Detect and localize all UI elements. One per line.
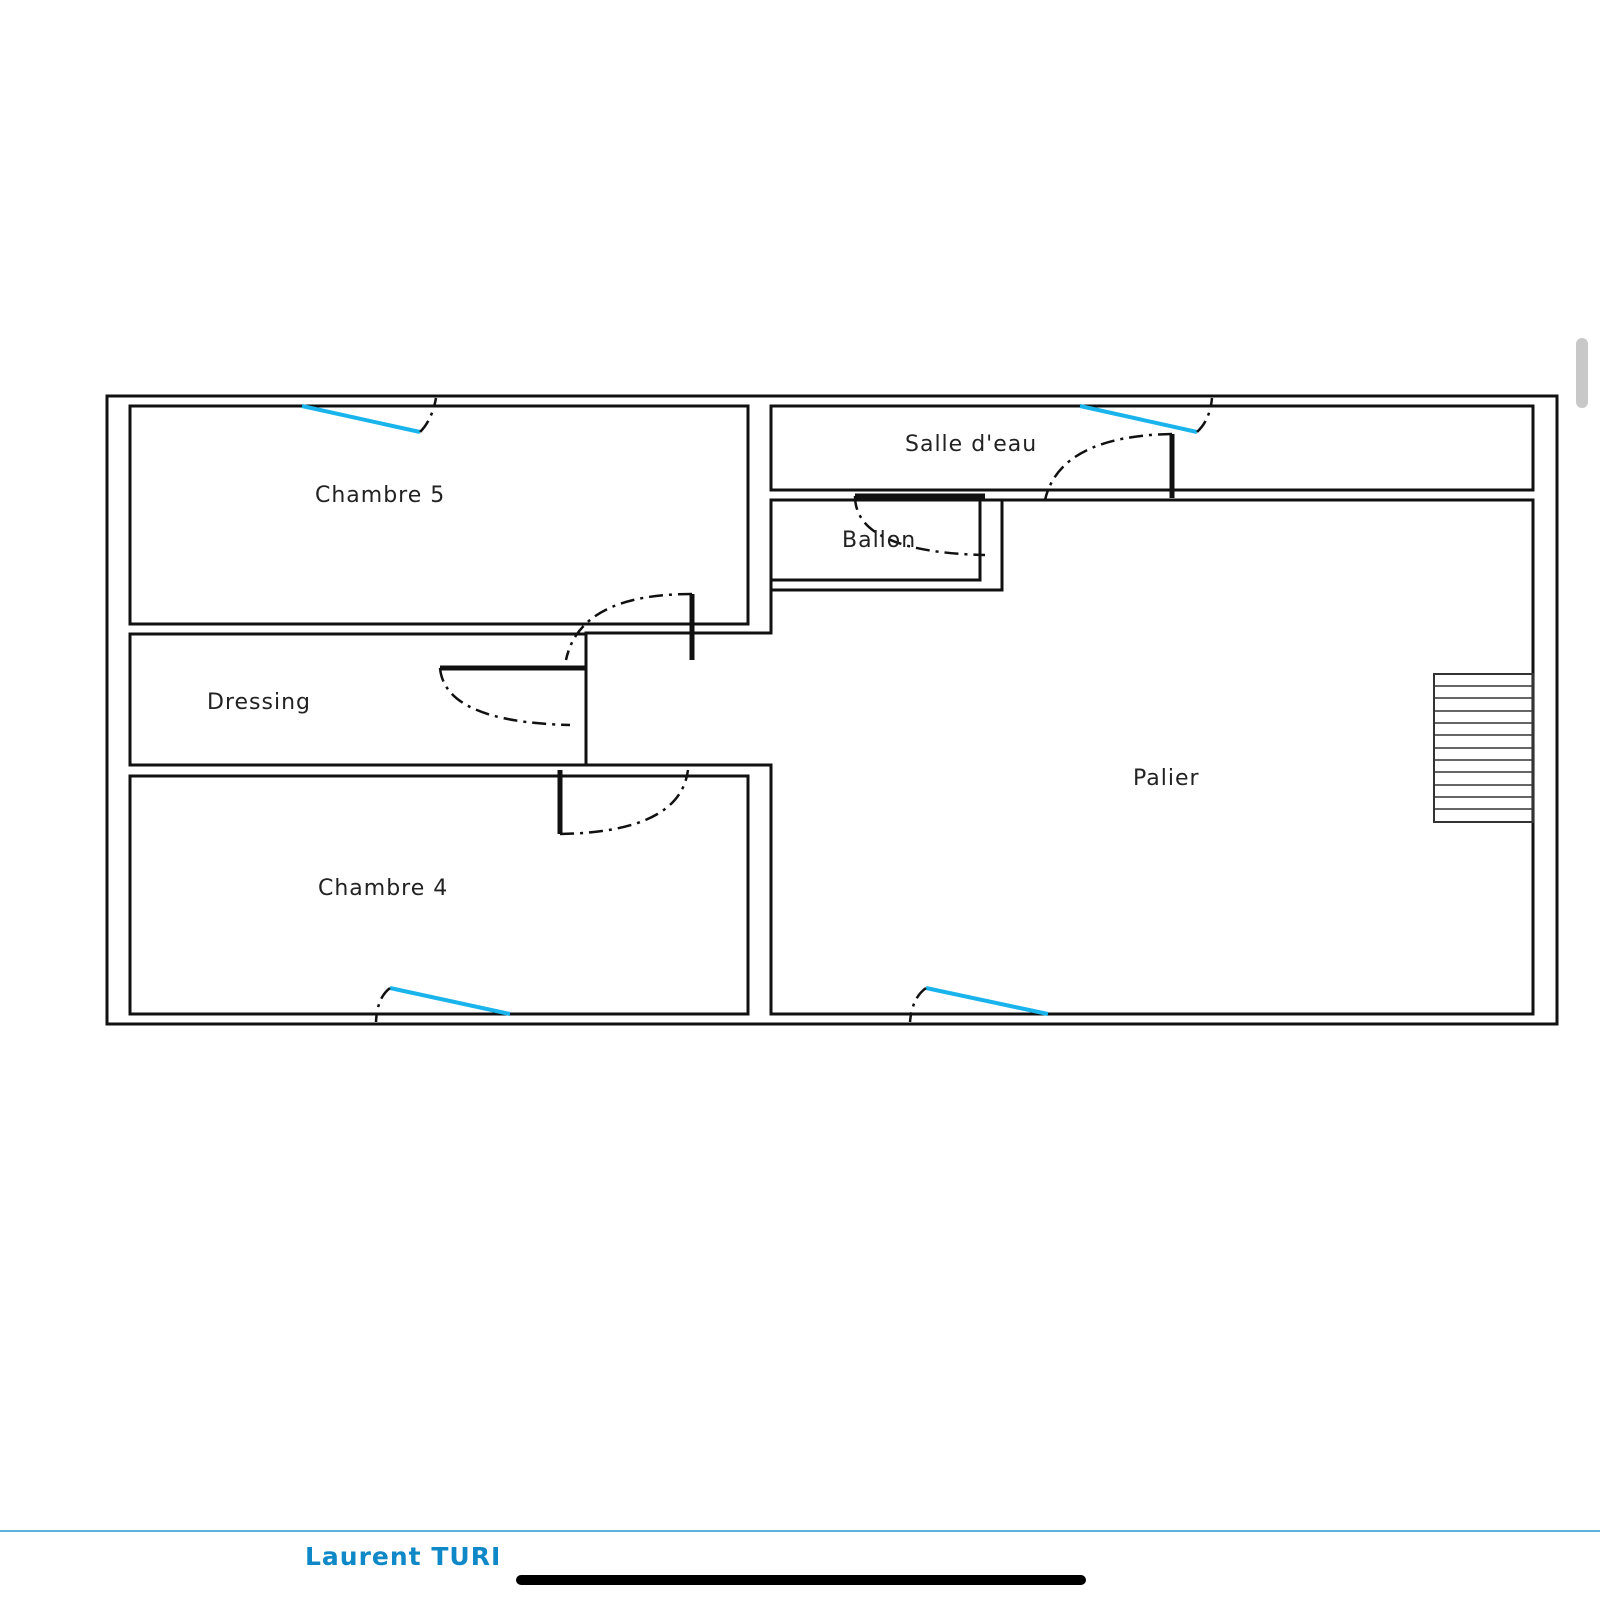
outer-wall <box>105 394 1559 1026</box>
label-dressing: Dressing <box>207 690 311 715</box>
label-chambre-5: Chambre 5 <box>315 483 445 508</box>
room-chambre-4 <box>128 774 750 1016</box>
label-chambre-4: Chambre 4 <box>318 876 448 901</box>
room-salle-d-eau <box>769 404 1535 492</box>
windows <box>301 397 1214 1023</box>
label-palier: Palier <box>1133 766 1200 791</box>
label-ballon: Ballon <box>842 528 916 553</box>
doors <box>438 432 1175 836</box>
author-name: Laurent TURI <box>305 1542 502 1571</box>
label-salle-d-eau: Salle d'eau <box>905 432 1037 457</box>
scrollbar[interactable] <box>1576 338 1588 408</box>
footer-divider <box>0 1530 1600 1532</box>
room-chambre-5 <box>128 404 750 626</box>
room-dressing <box>128 632 588 767</box>
room-palier <box>584 498 1535 1016</box>
home-indicator[interactable] <box>516 1575 1086 1585</box>
stairs <box>1433 673 1534 823</box>
